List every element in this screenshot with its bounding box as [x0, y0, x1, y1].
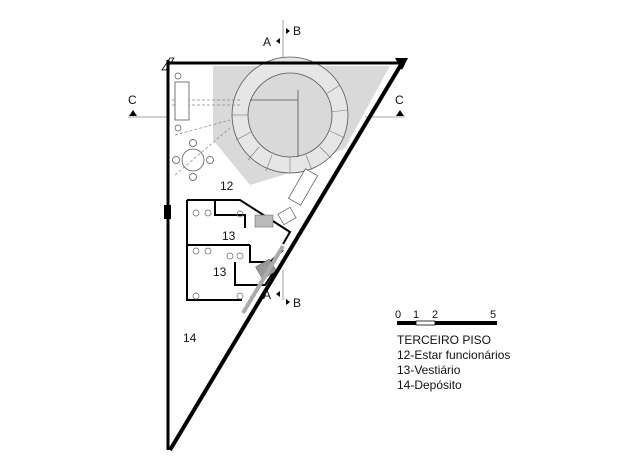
- svg-text:C: C: [128, 93, 137, 107]
- svg-text:B: B: [293, 296, 301, 310]
- legend-title: TERCEIRO PISO: [397, 333, 492, 347]
- svg-text:2: 2: [432, 309, 438, 321]
- section-marker-a-b-bottom: A B: [263, 288, 301, 310]
- locker-room-walls: [186, 199, 292, 301]
- svg-text:A: A: [263, 288, 271, 302]
- svg-text:A: A: [263, 35, 271, 49]
- room-label-12: 12: [220, 179, 234, 193]
- stair-core: [247, 72, 333, 158]
- section-marker-a-b-top: A B: [263, 24, 301, 49]
- section-marker-c-right: C: [395, 93, 404, 116]
- north-arrow: [161, 57, 175, 71]
- legend-item: 14-Depósito: [397, 378, 462, 392]
- svg-text:0: 0: [395, 309, 401, 321]
- legend-item: 13-Vestiário: [397, 363, 461, 377]
- svg-text:B: B: [293, 24, 301, 38]
- room-label-13b: 13: [213, 265, 227, 279]
- dining-table: [172, 139, 214, 181]
- scale-bar: 0 1 2 5: [395, 309, 497, 326]
- svg-text:1: 1: [413, 309, 419, 321]
- section-marker-c-left: C: [128, 93, 137, 116]
- svg-text:5: 5: [490, 309, 496, 321]
- room-label-13a: 13: [222, 229, 236, 243]
- legend: TERCEIRO PISO 12-Estar funcionários 13-V…: [397, 333, 510, 393]
- svg-text:C: C: [395, 93, 404, 107]
- exterior-walls: [164, 58, 408, 452]
- room-label-14: 14: [183, 331, 197, 345]
- legend-item: 12-Estar funcionários: [397, 348, 511, 362]
- stair-treads: [232, 84, 348, 173]
- sofa: [174, 81, 190, 121]
